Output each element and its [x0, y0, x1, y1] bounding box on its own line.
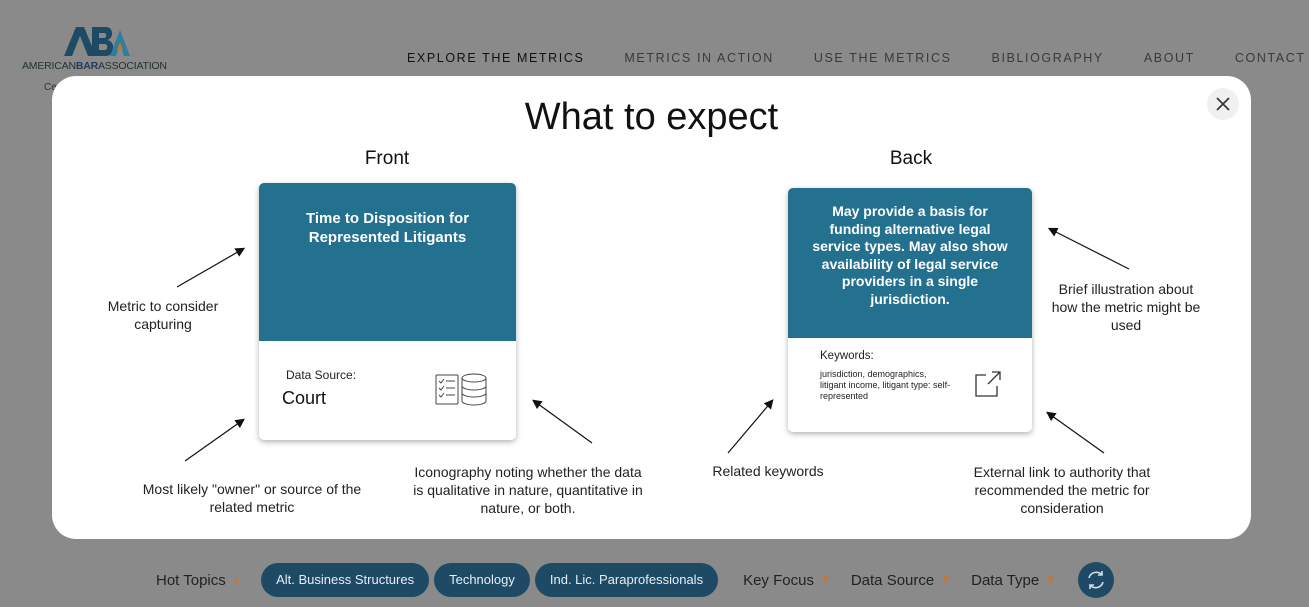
dropdown-label: Key Focus — [743, 571, 814, 589]
front-card-title: Time to Disposition for Represented Liti… — [259, 183, 516, 341]
filter-bar: Hot Topics › Alt. Business Structures Te… — [156, 562, 1115, 598]
annotation-external: External link to authority that recommen… — [973, 464, 1151, 516]
logo-wordmark: AMERICANBARASSOCIATION — [22, 60, 167, 72]
arrow-illustration — [1047, 227, 1130, 270]
main-nav: EXPLORE THE METRICS METRICS IN ACTION US… — [407, 51, 1306, 65]
arrow-keywords — [727, 399, 774, 454]
data-source-value: Court — [282, 388, 327, 408]
what-to-expect-modal: What to expect Front Back Time to Dispos… — [52, 76, 1251, 539]
annotation-keywords: Related keywords — [712, 463, 824, 479]
refresh-icon — [1088, 571, 1104, 589]
checklist-database-icon — [435, 373, 487, 406]
keywords-label: Keywords: — [820, 350, 874, 362]
dropdown-data-source[interactable]: Data Source ▼ — [851, 572, 951, 589]
annotation-arrows — [176, 227, 1130, 462]
arrow-iconography — [532, 399, 593, 444]
hot-topics-label: Hot Topics — [156, 571, 226, 589]
keywords-value: jurisdiction, demographics, litigant inc… — [820, 369, 951, 401]
close-icon — [1216, 97, 1230, 111]
aba-logo-mark — [64, 27, 130, 56]
nav-about[interactable]: ABOUT — [1143, 51, 1195, 65]
annotation-owner: Most likely "owner" or source of the rel… — [142, 481, 362, 515]
chevron-down-icon: ▼ — [819, 574, 831, 586]
chevron-down-icon: ▼ — [940, 574, 952, 586]
dropdown-key-focus[interactable]: Key Focus ▼ — [743, 572, 831, 589]
pill-technology[interactable]: Technology — [434, 563, 530, 597]
close-button[interactable] — [1207, 88, 1239, 120]
nav-use-the-metrics[interactable]: USE THE METRICS — [813, 51, 952, 65]
external-link-icon — [975, 371, 1001, 397]
back-card-text: May provide a basis for funding alternat… — [788, 188, 1032, 338]
back-label: Back — [889, 148, 933, 169]
logo-subtitle: Ce — [44, 82, 57, 93]
annotation-metric: Metric to consider capturing — [107, 298, 219, 332]
nav-contact[interactable]: CONTACT — [1234, 51, 1306, 65]
annotation-illustration: Brief illustration about how the metric … — [1051, 281, 1201, 333]
aba-logo[interactable]: AMERICANBARASSOCIATION Ce — [22, 24, 182, 94]
arrow-metric — [176, 247, 246, 288]
reset-filters-button[interactable] — [1078, 562, 1115, 598]
annotation-iconography: Iconography noting whether the data is q… — [413, 464, 643, 516]
chevron-right-icon: › — [233, 571, 240, 588]
front-card-example: Time to Disposition for Represented Liti… — [259, 183, 516, 440]
chevron-down-icon: ▼ — [1045, 574, 1057, 586]
front-label: Front — [364, 148, 410, 169]
pill-alt-business-structures[interactable]: Alt. Business Structures — [261, 563, 430, 597]
pill-ind-lic-paraprofessionals[interactable]: Ind. Lic. Paraprofessionals — [534, 563, 719, 597]
dropdown-label: Data Type — [971, 571, 1040, 589]
dropdown-label: Data Source — [850, 571, 935, 589]
nav-bibliography[interactable]: BIBLIOGRAPHY — [991, 51, 1104, 65]
data-source-label: Data Source: — [286, 368, 357, 382]
arrow-external — [1046, 411, 1105, 454]
dropdown-data-type[interactable]: Data Type ▼ — [971, 572, 1056, 589]
nav-metrics-in-action[interactable]: METRICS IN ACTION — [624, 51, 774, 65]
back-card-example: May provide a basis for funding alternat… — [788, 188, 1032, 432]
modal-title: What to expect — [524, 96, 779, 138]
hot-topics-toggle[interactable]: Hot Topics › — [156, 571, 239, 589]
arrow-owner — [184, 418, 245, 462]
nav-explore-the-metrics[interactable]: EXPLORE THE METRICS — [407, 51, 585, 65]
